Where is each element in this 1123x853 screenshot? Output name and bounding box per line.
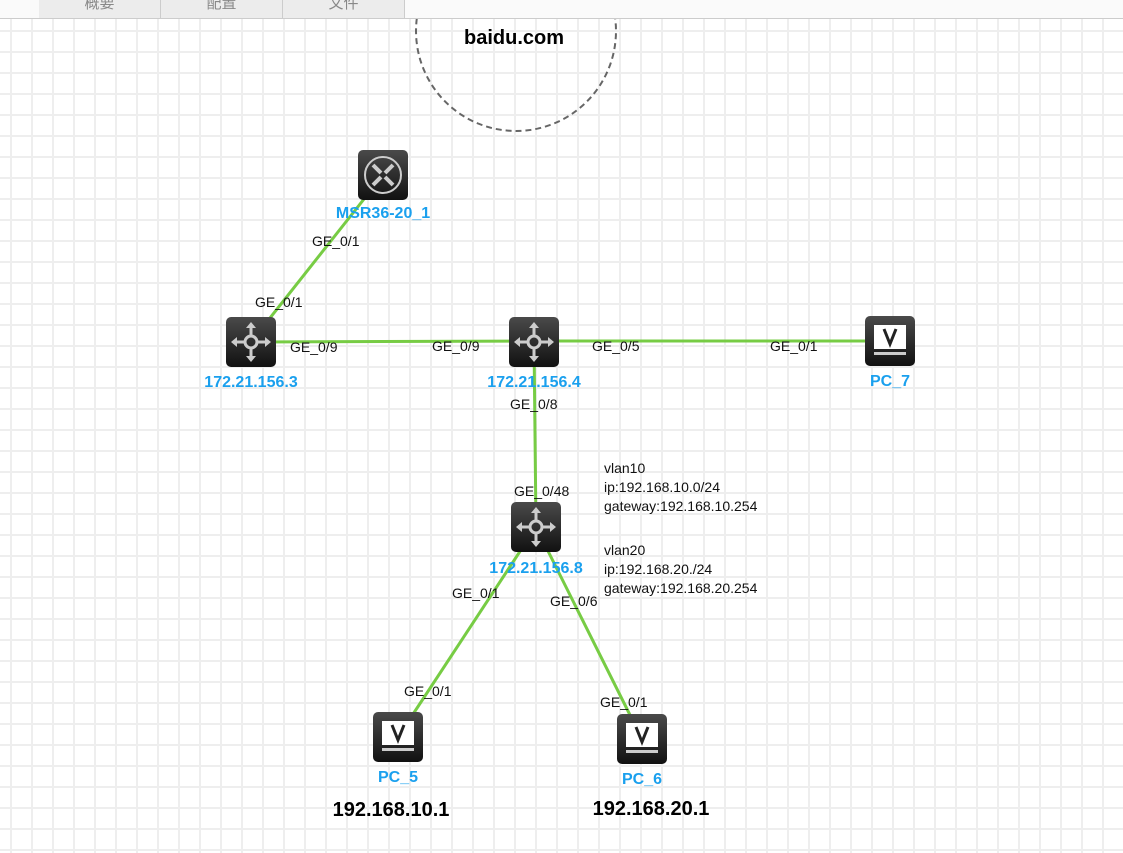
note-line: gateway:192.168.10.254 [604, 498, 758, 514]
pc-name: PC_6 [621, 771, 663, 788]
port-label: GE_0/8 [510, 396, 558, 412]
port-label: GE_0/48 [514, 483, 570, 499]
tab-overview[interactable]: 概要 [39, 0, 161, 18]
note-line: vlan20 [604, 542, 646, 558]
tab-files[interactable]: 文件 [283, 0, 405, 18]
port-label: GE_0/9 [290, 339, 338, 355]
note-line: ip:192.168.20./24 [604, 561, 713, 577]
port-label: GE_0/1 [600, 694, 648, 710]
switch-icon[interactable] [226, 317, 276, 367]
router-icon[interactable] [358, 150, 408, 200]
port-label: GE_0/1 [452, 585, 500, 601]
cloud-label: baidu.com [463, 27, 565, 49]
port-label: GE_0/5 [592, 338, 640, 354]
link-router-sw3 [249, 174, 385, 343]
tab-config[interactable]: 配置 [161, 0, 283, 18]
topology-canvas[interactable] [0, 18, 1123, 853]
pc-name: PC_5 [377, 769, 419, 786]
port-label: GE_0/9 [432, 338, 480, 354]
note-line: gateway:192.168.20.254 [604, 580, 758, 596]
vlan20-note: vlan20 ip:192.168.20./24 gateway:192.168… [604, 541, 757, 598]
switch-name: 172.21.156.4 [487, 374, 581, 391]
link-sw3-sw4 [250, 339, 535, 344]
port-label: GE_0/1 [404, 683, 452, 699]
vlan10-note: vlan10 ip:192.168.10.0/24 gateway:192.16… [604, 459, 757, 516]
port-label: GE_0/1 [770, 338, 818, 354]
pc-icon[interactable] [865, 316, 915, 366]
switch-name: 172.21.156.3 [204, 374, 298, 391]
router-name: MSR36-20_1 [335, 205, 431, 222]
note-line: ip:192.168.10.0/24 [604, 479, 720, 495]
pc-ip-label: 192.168.20.1 [592, 798, 710, 820]
switch-name: 172.21.156.8 [489, 560, 583, 577]
link-sw4-sw8 [532, 340, 538, 528]
pc-icon[interactable] [373, 712, 423, 762]
port-label: GE_0/6 [550, 593, 598, 609]
port-label: GE_0/1 [255, 294, 303, 310]
switch-icon[interactable] [511, 502, 561, 552]
link-sw8-pc5 [396, 526, 538, 738]
pc-name: PC_7 [869, 373, 911, 390]
link-sw8-pc6 [534, 526, 644, 740]
switch-icon[interactable] [509, 317, 559, 367]
pc-icon[interactable] [617, 714, 667, 764]
tab-bar: 概要 配置 文件 [0, 0, 1123, 19]
note-line: vlan10 [604, 460, 646, 476]
port-label: GE_0/1 [312, 233, 360, 249]
pc-ip-label: 192.168.10.1 [332, 799, 450, 821]
